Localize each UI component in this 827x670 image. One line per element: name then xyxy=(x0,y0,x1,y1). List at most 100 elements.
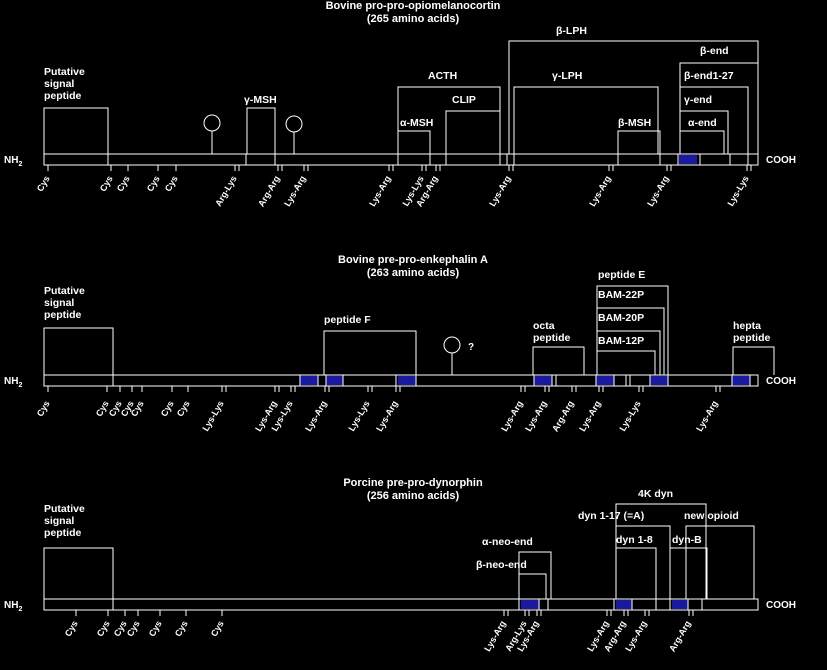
panel-pdyn-label-6: dyn 1-8 xyxy=(616,534,653,546)
panel-penk-label-0-line-2: peptide xyxy=(44,309,81,321)
panel-pomc-site-label-13: Lys-Arg xyxy=(645,174,670,208)
panel-pomc-label-1: γ-MSH xyxy=(244,94,277,106)
panel-pdyn-label-0-line-2: peptide xyxy=(44,527,81,539)
panel-pdyn-subtitle: (256 amino acids) xyxy=(367,490,460,502)
panel-pomc-site-label-4: Cys xyxy=(163,174,180,193)
panel-pomc-label-11: α-end xyxy=(688,117,717,129)
panel-pomc-bracket-3 xyxy=(397,130,431,154)
panel-penk-bracket-2 xyxy=(532,346,585,375)
panel-pomc-site-label-11: Lys-Arg xyxy=(487,174,512,208)
panel-pomc-n-terminus: NH2 xyxy=(4,155,22,168)
panel-pomc-label-0-line-0: Putative xyxy=(44,66,85,78)
panel-pdyn-label-5: new opioid xyxy=(684,510,739,522)
panel-penk-site-label-5: Cys xyxy=(159,399,176,418)
panel-penk-label-7-line-0: hepta xyxy=(733,320,761,332)
panel-pomc-label-0-line-2: peptide xyxy=(44,90,81,102)
panel-pdyn-opioid-segment-1 xyxy=(616,600,632,609)
panel-penk-label-0-line-1: signal xyxy=(44,297,74,309)
panel-pomc-carbohydrate-marker-1 xyxy=(285,115,303,133)
panel-pomc-site-label-0: Cys xyxy=(35,174,52,193)
panel-pdyn-site-label-3: Cys xyxy=(125,619,142,638)
panel-pdyn-site-label-13: Arg-Arg xyxy=(667,619,693,653)
panel-pdyn-site-label-4: Cys xyxy=(147,619,164,638)
panel-penk-site-label-10: Lys-Arg xyxy=(303,399,328,433)
panel-pdyn-site-label-0: Cys xyxy=(63,619,80,638)
panel-penk-carbohydrate-marker-0 xyxy=(443,336,461,354)
panel-penk-label-2-line-1: peptide xyxy=(533,332,570,344)
panel-penk-label-1: peptide F xyxy=(324,314,371,326)
panel-pdyn-bracket-2 xyxy=(518,573,547,599)
panel-pomc-bracket-0 xyxy=(43,107,109,154)
panel-pdyn-bracket-0 xyxy=(43,547,114,599)
panel-penk-opioid-segment-1 xyxy=(326,376,343,385)
panel-pomc-bracket-4 xyxy=(445,110,501,154)
panel-penk-opioid-segment-2 xyxy=(398,376,416,385)
panel-pdyn-site-label-1: Cys xyxy=(95,619,112,638)
panel-penk-site-label-15: Arg-Arg xyxy=(550,399,576,433)
panel-pomc-opioid-segment-0 xyxy=(679,155,697,164)
panel-penk-bracket-7 xyxy=(732,346,775,375)
panel-pdyn-n-terminus: NH2 xyxy=(4,600,22,613)
panel-pomc-bracket-5 xyxy=(508,40,759,154)
panel-penk-site-label-12: Lys-Arg xyxy=(374,399,399,433)
panel-pomc-label-6: γ-LPH xyxy=(552,70,582,82)
panel-penk-label-7-line-1: peptide xyxy=(733,332,770,344)
panel-penk-subtitle: (263 amino acids) xyxy=(367,267,460,279)
panel-pdyn-opioid-segment-2 xyxy=(672,600,688,609)
panel-penk-label-2-line-0: octa xyxy=(533,320,555,332)
panel-pdyn-label-3: 4K dyn xyxy=(638,488,673,500)
panel-pomc-site-label-2: Cys xyxy=(115,174,132,193)
panel-pdyn-site-label-5: Cys xyxy=(173,619,190,638)
panel-pomc-site-label-3: Cys xyxy=(145,174,162,193)
panel-pdyn-site-label-6: Cys xyxy=(209,619,226,638)
panel-pdyn-c-terminus: COOH xyxy=(766,600,796,611)
panel-penk-n-terminus: NH2 xyxy=(4,376,22,389)
panel-pomc-site-label-1: Cys xyxy=(98,174,115,193)
panel-pomc-bracket-7 xyxy=(617,130,661,154)
panel-penk-site-label-14: Lys-Arg xyxy=(523,399,548,433)
panel-penk-bracket-6 xyxy=(596,350,656,375)
panel-pdyn-label-7: dyn-B xyxy=(672,534,702,546)
panel-penk-label-0-line-0: Putative xyxy=(44,285,85,297)
panel-pomc-label-5: β-LPH xyxy=(556,25,587,37)
panel-penk-bracket-1 xyxy=(323,330,417,375)
panel-pomc-label-8: β-end xyxy=(700,45,729,57)
panel-pdyn-bracket-6 xyxy=(615,547,657,599)
panel-pomc-label-9: β-end1-27 xyxy=(684,70,734,82)
panel-pomc-precursor-bar xyxy=(43,153,759,166)
panel-penk-site-label-16: Lys-Arg xyxy=(577,399,602,433)
panel-pomc-carbohydrate-marker-0 xyxy=(203,114,221,132)
panel-pdyn-site-label-2: Cys xyxy=(112,619,129,638)
panel-pomc-bracket-6 xyxy=(513,86,659,154)
panel-pomc-c-terminus: COOH xyxy=(766,155,796,166)
panel-pomc-bracket-11 xyxy=(679,130,725,154)
panel-penk-label-3: peptide E xyxy=(598,269,645,281)
panel-pdyn-label-0-line-1: signal xyxy=(44,515,74,527)
panel-pomc-site-label-12: Lys-Arg xyxy=(587,174,612,208)
panel-penk-label-5: BAM-20P xyxy=(598,312,644,324)
panel-pomc-label-2: ACTH xyxy=(428,70,457,82)
panel-pdyn-label-2: β-neo-end xyxy=(476,559,527,571)
panel-pomc-subtitle: (265 amino acids) xyxy=(367,13,460,25)
panel-pomc-title: Bovine pro-pro-opiomelanocortin xyxy=(326,0,501,12)
panel-pomc-label-3: α-MSH xyxy=(400,117,433,129)
panel-penk-site-label-1: Cys xyxy=(94,399,111,418)
panel-penk-site-label-0: Cys xyxy=(35,399,52,418)
panel-pdyn-label-1: α-neo-end xyxy=(482,536,533,548)
panel-penk-opioid-segment-5 xyxy=(650,376,668,385)
panel-penk-site-label-18: Lys-Arg xyxy=(694,399,719,433)
panel-penk-opioid-segment-4 xyxy=(596,376,614,385)
panel-pomc-label-4: CLIP xyxy=(452,94,476,106)
panel-pomc-site-label-8: Lys-Arg xyxy=(367,174,392,208)
panel-pomc-label-7: β-MSH xyxy=(618,117,651,129)
panel-penk-opioid-segment-3 xyxy=(534,376,552,385)
panel-penk-site-label-17: Lys-Lys xyxy=(617,399,642,433)
panel-pomc-site-label-14: Lys-Lys xyxy=(725,174,750,208)
panel-pdyn-title: Porcine pre-pro-dynorphin xyxy=(343,477,483,489)
panel-pomc-site-label-5: Arg-Lys xyxy=(213,174,238,208)
panel-pomc-site-label-7: Lys-Arg xyxy=(282,174,307,208)
panel-penk-label-4: BAM-22P xyxy=(598,289,644,301)
panel-penk-site-label-11: Lys-Lys xyxy=(346,399,371,433)
panel-penk-bracket-0 xyxy=(43,327,114,375)
